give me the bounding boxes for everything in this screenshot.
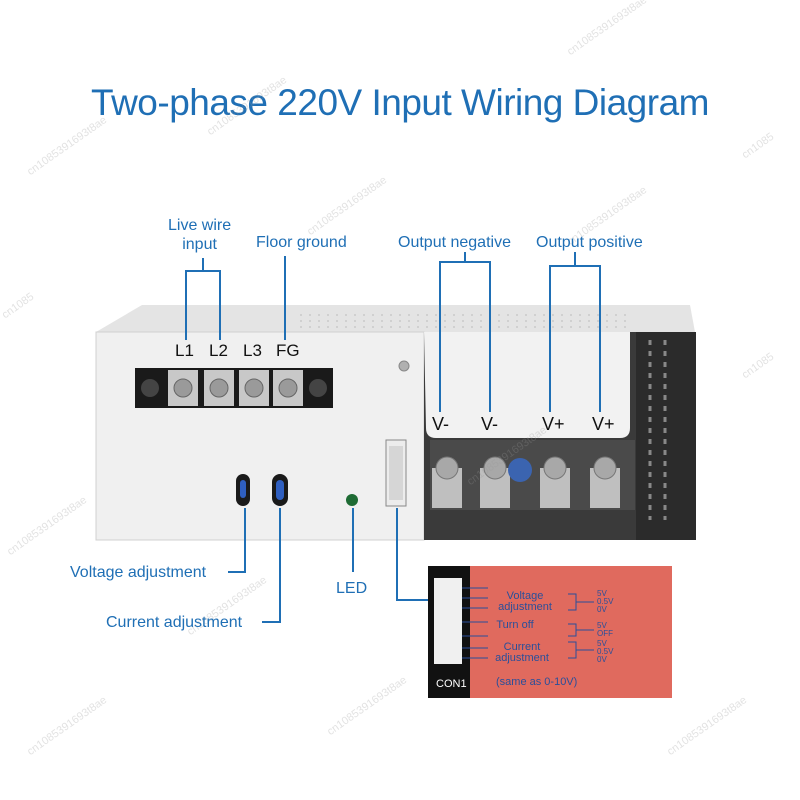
live-wire-label: Live wire input (168, 217, 232, 253)
con1-current-label: Current adjustment (495, 641, 549, 664)
con1-note: (same as 0-10V) (496, 676, 578, 688)
con1-voltage-label: Voltage adjustment (498, 590, 552, 613)
diagram-title: Two-phase 220V Input Wiring Diagram (91, 82, 709, 123)
led-label: LED (336, 580, 368, 597)
terminal-label-fg: FG (276, 341, 300, 360)
terminal-screws (168, 370, 303, 406)
output-negative-label: Output negative (398, 234, 511, 251)
led-indicator (346, 494, 358, 506)
output-screws (432, 456, 620, 508)
output-label-v-minus-2: V- (481, 414, 499, 434)
con1-turn-off-label: Turn off (496, 619, 534, 631)
terminal-label-l2: L2 (209, 341, 228, 360)
terminal-label-l3: L3 (243, 341, 262, 360)
voltage-adjustment-label: Voltage adjustment (70, 564, 207, 581)
chassis-front (95, 331, 425, 541)
output-label-v-plus-1: V+ (542, 414, 565, 434)
output-positive-label: Output positive (536, 234, 643, 251)
terminal-label-l1: L1 (175, 341, 194, 360)
floor-ground-label: Floor ground (256, 234, 347, 251)
con1-name: CON1 (436, 678, 467, 690)
output-label-v-plus-2: V+ (592, 414, 615, 434)
output-label-v-minus-1: V- (432, 414, 450, 434)
current-adjustment-label: Current adjustment (106, 614, 243, 631)
